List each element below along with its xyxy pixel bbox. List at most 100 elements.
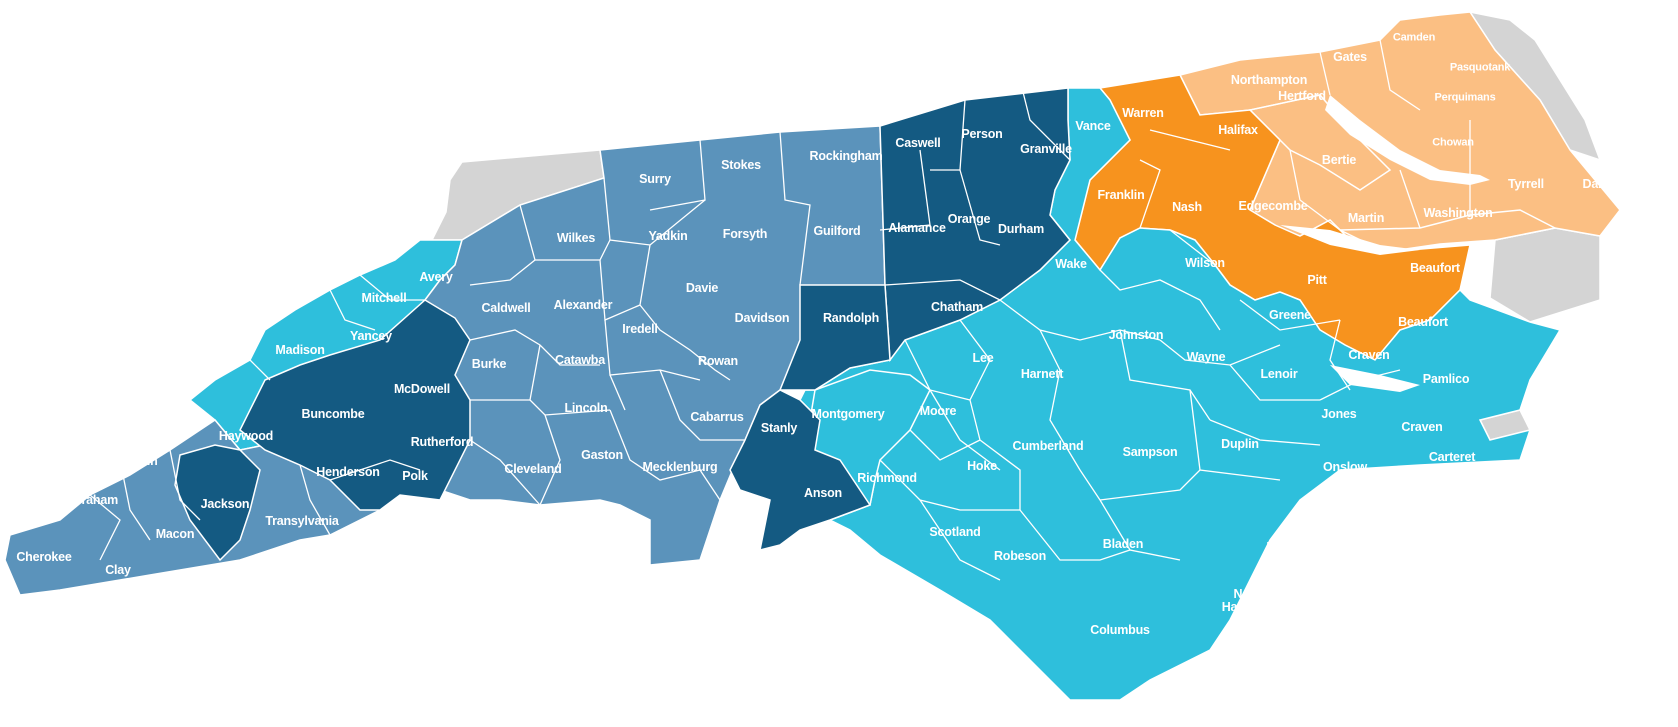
county-label: Caldwell	[481, 300, 531, 315]
county-label: Lenoir	[1260, 366, 1298, 381]
county-label: Burke	[471, 356, 507, 371]
county-label: Craven	[1348, 347, 1390, 362]
county-label: Yadkin	[648, 228, 688, 243]
county-label: Onslow	[1323, 459, 1367, 474]
county-label: Granville	[1020, 141, 1072, 156]
county-label: Martin	[1347, 210, 1385, 225]
county-label: Cleveland	[504, 461, 562, 476]
county-label: Johnston	[1108, 327, 1164, 342]
county-label: Transylvania	[265, 513, 339, 528]
county-label: Pitt	[1307, 272, 1327, 287]
county-label: Carteret	[1428, 449, 1476, 464]
county-label: Greene	[1269, 307, 1311, 322]
county-label: Yancey	[350, 328, 392, 343]
county-label: Gaston	[581, 447, 623, 462]
county-label: Orange	[947, 211, 991, 226]
county-label: Hertford	[1278, 88, 1326, 103]
county-label: Camden	[1392, 31, 1436, 44]
county-label: Beaufort	[1398, 314, 1448, 329]
county-label: Pasquotank	[1449, 61, 1511, 74]
county-label: Guilford	[813, 223, 861, 238]
county-label: Hoke	[967, 458, 997, 473]
county-label: Richmond	[857, 470, 917, 485]
county-label: Rutherford	[410, 434, 474, 449]
county-label: Northampton	[1230, 72, 1308, 87]
county-label: Nash	[1172, 199, 1202, 214]
county-label: Davie	[685, 280, 719, 295]
county-label: Bertie	[1321, 152, 1357, 167]
county-label: Mitchell	[361, 290, 407, 305]
county-label: Wilkes	[556, 230, 596, 245]
county-label: Mecklenburg	[642, 459, 718, 474]
county-label: Polk	[402, 468, 428, 483]
county-label: Chatham	[930, 299, 984, 314]
county-label: Vance	[1075, 118, 1111, 133]
county-label: Madison	[275, 342, 325, 357]
county-label: Alamance	[888, 220, 946, 235]
county-label: Rockingham	[809, 148, 883, 163]
county-label: Avery	[419, 269, 453, 284]
county-label: Caswell	[895, 135, 941, 150]
region-light-orange	[1178, 11, 1621, 253]
county-label: Clay	[105, 562, 131, 577]
county-label: Chowan	[1432, 136, 1474, 149]
county-label: Durham	[997, 221, 1045, 236]
county-label: Catawba	[554, 352, 606, 367]
county-label: Robeson	[993, 548, 1047, 563]
county-label: Scotland	[929, 524, 981, 539]
county-label: Macon	[155, 526, 195, 541]
county-label: Swain	[122, 453, 158, 468]
county-label: Anson	[804, 485, 842, 500]
county-label: Warren	[1122, 105, 1164, 120]
county-label: Harnett	[1020, 366, 1064, 381]
county-label: Buncombe	[301, 406, 365, 421]
county-label: Davidson	[734, 310, 790, 325]
county-label: Lincoln	[564, 400, 608, 415]
county-label: Iredell	[622, 321, 658, 336]
county-label: Columbus	[1090, 622, 1150, 637]
county-label: Tyrrell	[1508, 176, 1544, 191]
county-label: Washington	[1423, 205, 1493, 220]
county-label: Edgecombe	[1238, 198, 1308, 213]
county-label: Henderson	[316, 464, 380, 479]
county-label: Union	[714, 508, 750, 523]
county-label: Dare	[1582, 176, 1610, 191]
county-label: McDowell	[393, 381, 451, 396]
county-label: New Hanover	[1221, 586, 1271, 614]
county-label: Perquimans	[1434, 91, 1496, 104]
county-label: Beaufort	[1410, 260, 1460, 275]
county-label: Bladen	[1102, 536, 1144, 551]
water-areas	[1280, 95, 1490, 392]
county-label: Franklin	[1097, 187, 1145, 202]
county-label: Currituck	[1556, 20, 1604, 33]
county-label: Moore	[919, 403, 957, 418]
county-label: Graham	[71, 492, 119, 507]
county-label: Rowan	[698, 353, 738, 368]
county-label: Stokes	[721, 157, 761, 172]
county-label: Forsyth	[722, 226, 768, 241]
county-label: Haywood	[218, 428, 274, 443]
county-label: Cherokee	[16, 549, 72, 564]
county-label: Wake	[1055, 256, 1087, 271]
county-label: Surry	[639, 171, 671, 186]
county-label: Randolph	[822, 310, 880, 325]
county-label: Pamlico	[1422, 371, 1470, 386]
county-label: Halifax	[1218, 122, 1258, 137]
county-label: Craven	[1401, 419, 1443, 434]
county-label: Alexander	[553, 297, 613, 312]
county-label: Jones	[1321, 406, 1357, 421]
county-label: Jackson	[200, 496, 250, 511]
county-label: Montgomery	[811, 406, 885, 421]
county-label: Person	[961, 126, 1003, 141]
county-label: Brunswick	[1188, 659, 1250, 674]
county-borders	[59, 39, 1471, 581]
county-label: Duplin	[1221, 436, 1259, 451]
county-label: Wayne	[1186, 349, 1226, 364]
county-label: Pender	[1266, 539, 1308, 554]
county-label: Stanly	[760, 420, 798, 435]
county-label: Gates	[1333, 49, 1367, 64]
county-label: Cumberland	[1012, 438, 1084, 453]
gray-regions	[430, 10, 1602, 441]
county-label: Sampson	[1122, 444, 1178, 459]
